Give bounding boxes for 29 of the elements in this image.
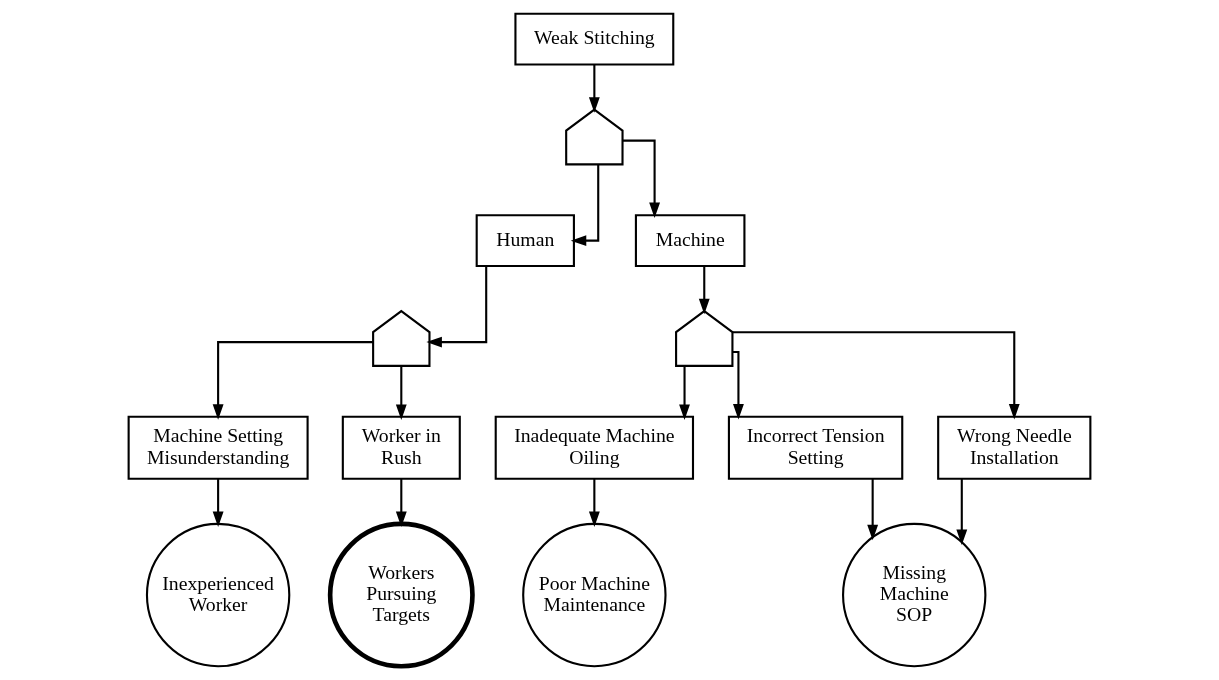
arrow (570, 164, 600, 247)
node-box: Incorrect Tension Setting (727, 415, 904, 480)
node-gate (372, 309, 431, 367)
node-box: Weak Stitching (514, 12, 675, 66)
arrow (395, 366, 407, 420)
arrow (212, 341, 374, 420)
node-circle: Poor Machine Maintenance (522, 522, 667, 668)
node-box: Wrong Needle Installation (937, 415, 1092, 480)
arrow (698, 266, 710, 315)
node-circle: Workers Pursuing Targets (327, 521, 475, 669)
node-gate (675, 309, 734, 367)
arrow (212, 479, 224, 528)
arrow (732, 331, 1020, 420)
node-box: Worker in Rush (341, 415, 461, 480)
arrow (956, 479, 968, 546)
arrow (588, 479, 600, 528)
arrow (622, 139, 661, 219)
node-box: Machine Setting Misunderstanding (127, 415, 309, 480)
node-box: Machine (634, 214, 746, 268)
node-gate (565, 108, 624, 166)
node-box: Inadequate Machine Oiling (494, 415, 695, 480)
arrow (867, 479, 879, 541)
node-circle: Inexperienced Worker (145, 522, 291, 668)
arrow (588, 64, 600, 113)
node-box: Human (475, 214, 575, 268)
arrow (732, 350, 744, 420)
arrow (426, 266, 488, 348)
arrow (395, 479, 407, 528)
arrow (679, 366, 690, 420)
